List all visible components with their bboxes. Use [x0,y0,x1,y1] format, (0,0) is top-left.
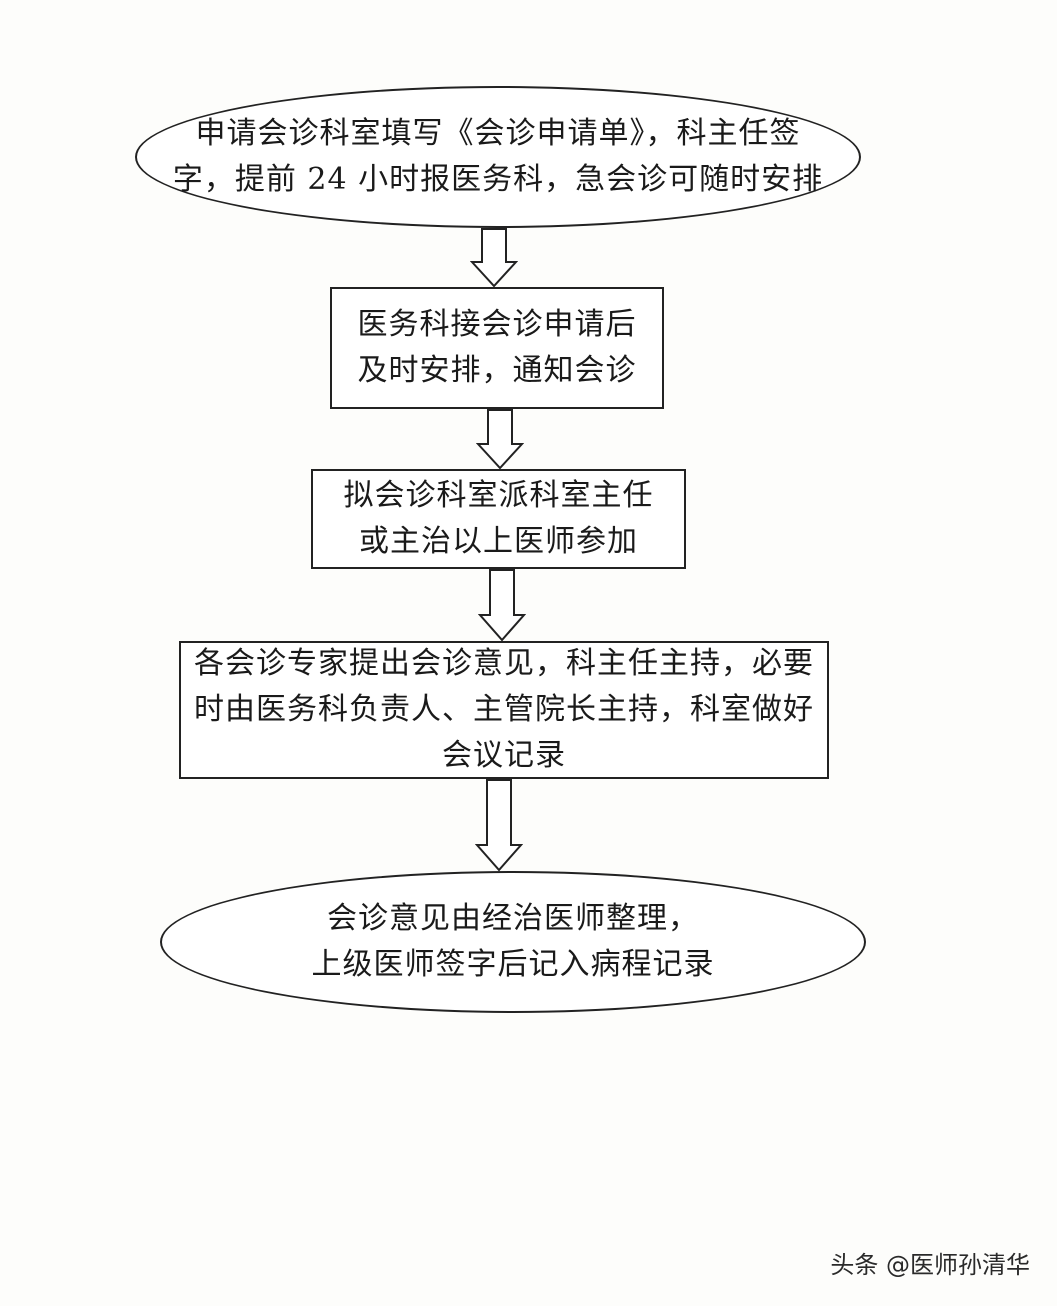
node-text-line: 医务科接会诊申请后 [357,307,637,342]
node-text-line: 及时安排，通知会诊 [357,353,637,388]
flow-arrow-1 [470,228,518,288]
node-text-line: 会诊意见由经治医师整理， [327,901,699,936]
node-text-line: 上级医师签字后记入病程记录 [311,947,715,982]
watermark-label: 头条 @医师孙清华 [830,1251,1030,1279]
flow-node-submit-request: 申请会诊科室填写《会诊申请单》，科主任签 字，提前 24 小时报医务科，急会诊可… [135,86,861,228]
node-text-line: 时由医务科负责人、主管院长主持，科室做好 [194,692,814,727]
flow-node-expert-opinions: 各会诊专家提出会诊意见，科主任主持，必要 时由医务科负责人、主管院长主持，科室做… [179,641,829,779]
node-text-line: 拟会诊科室派科室主任 [343,478,654,513]
node-text-line: 字，提前 24 小时报医务科，急会诊可随时安排 [172,162,824,197]
flow-arrow-3 [478,569,526,642]
flow-node-arrange-consultation: 医务科接会诊申请后 及时安排，通知会诊 [330,287,664,409]
flow-arrow-2 [476,409,524,470]
node-text-line: 会议记录 [442,738,566,773]
flow-arrow-4 [475,779,523,872]
flow-node-assign-physician: 拟会诊科室派科室主任 或主治以上医师参加 [311,469,686,569]
node-text-line: 申请会诊科室填写《会诊申请单》，科主任签 [195,116,801,151]
flow-node-record-opinions: 会诊意见由经治医师整理， 上级医师签字后记入病程记录 [160,871,866,1013]
node-text-line: 各会诊专家提出会诊意见，科主任主持，必要 [194,646,814,681]
node-text-line: 或主治以上医师参加 [359,524,638,559]
